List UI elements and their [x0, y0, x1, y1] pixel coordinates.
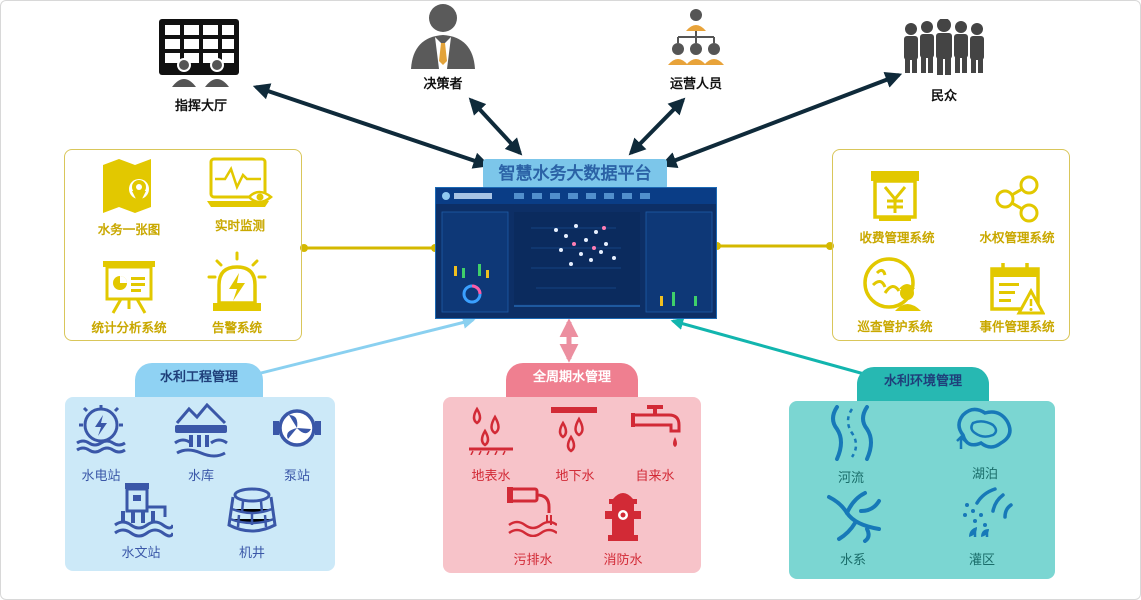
groundwater-icon	[551, 407, 597, 453]
item-fire-water: 消防水	[603, 553, 643, 568]
surface-water-icon	[469, 406, 513, 455]
patrol-worker-icon	[863, 257, 921, 311]
lake-icon	[956, 407, 1012, 449]
video-wall-icon	[159, 19, 239, 87]
item-tap-water: 自来水	[635, 469, 675, 484]
pump-station-icon	[273, 409, 321, 447]
irrigation-icon	[963, 487, 1013, 537]
monitor-eye-icon	[207, 157, 273, 207]
item-alarm-system: 告警系统	[211, 320, 262, 335]
item-irrigation-area: 灌区	[968, 553, 995, 568]
arrow-operators	[628, 97, 686, 156]
item-patrol-system: 巡查管护系统	[857, 319, 933, 334]
role-operators: 运营人员	[669, 77, 722, 92]
role-public: 民众	[930, 89, 957, 104]
role-command-hall: 指挥大厅	[174, 99, 227, 114]
item-river: 河流	[837, 471, 864, 486]
fire-hydrant-icon	[605, 493, 641, 541]
arrow-environment	[670, 317, 878, 381]
calendar-warning-icon	[990, 263, 1045, 315]
reservoir-icon	[174, 403, 228, 458]
item-reservoir: 水库	[187, 469, 214, 484]
team-hierarchy-icon	[668, 9, 724, 65]
item-event-system: 事件管理系统	[979, 319, 1055, 334]
item-surface-water: 地表水	[471, 469, 511, 484]
arrow-public	[659, 71, 903, 169]
item-sewage: 污排水	[513, 553, 553, 568]
item-pump-station: 泵站	[283, 469, 310, 484]
hydropower-icon	[76, 405, 126, 454]
platform-title: 智慧水务大数据平台	[483, 159, 667, 189]
water-network-icon	[827, 491, 881, 543]
right-feature-panel	[832, 149, 1070, 341]
arrow-command-hall	[252, 83, 491, 169]
item-pumping-well: 机井	[238, 546, 265, 561]
item-billing-system: 收费管理系统	[859, 230, 935, 245]
item-lake: 湖泊	[971, 467, 998, 482]
presentation-board-icon	[103, 261, 155, 314]
item-water-rights-system: 水权管理系统	[979, 230, 1055, 245]
billing-yen-icon	[871, 171, 919, 221]
crowd-icon	[904, 19, 984, 75]
environment-tab: 水利环境管理	[857, 367, 989, 401]
map-pin-icon	[103, 159, 151, 213]
left-feature-panel	[64, 149, 302, 341]
item-real-time-monitoring: 实时监测	[214, 218, 265, 233]
sewage-icon	[507, 487, 557, 537]
businessman-icon	[411, 4, 475, 69]
well-icon	[227, 487, 277, 533]
item-water-system: 水系	[839, 553, 866, 568]
item-groundwater: 地下水	[555, 469, 595, 484]
role-decision-maker: 决策者	[423, 77, 463, 92]
dashboard-screenshot	[435, 187, 717, 319]
water-cycle-tab: 全周期水管理	[506, 363, 638, 397]
alarm-light-icon	[207, 251, 267, 311]
engineering-tab: 水利工程管理	[135, 363, 263, 397]
dashboard-preview	[436, 188, 716, 318]
item-hydropower-station: 水电站	[81, 469, 121, 484]
arrow-engineering	[238, 316, 476, 382]
item-statistical-analysis: 统计分析系统	[91, 320, 167, 335]
share-network-icon	[995, 175, 1039, 223]
item-water-map: 水务一张图	[97, 222, 161, 237]
tap-water-icon	[631, 405, 681, 447]
river-icon	[831, 405, 873, 461]
arrow-decision-maker	[468, 97, 523, 156]
item-hydrology-station: 水文站	[121, 546, 161, 561]
hydrology-station-icon	[114, 483, 173, 538]
